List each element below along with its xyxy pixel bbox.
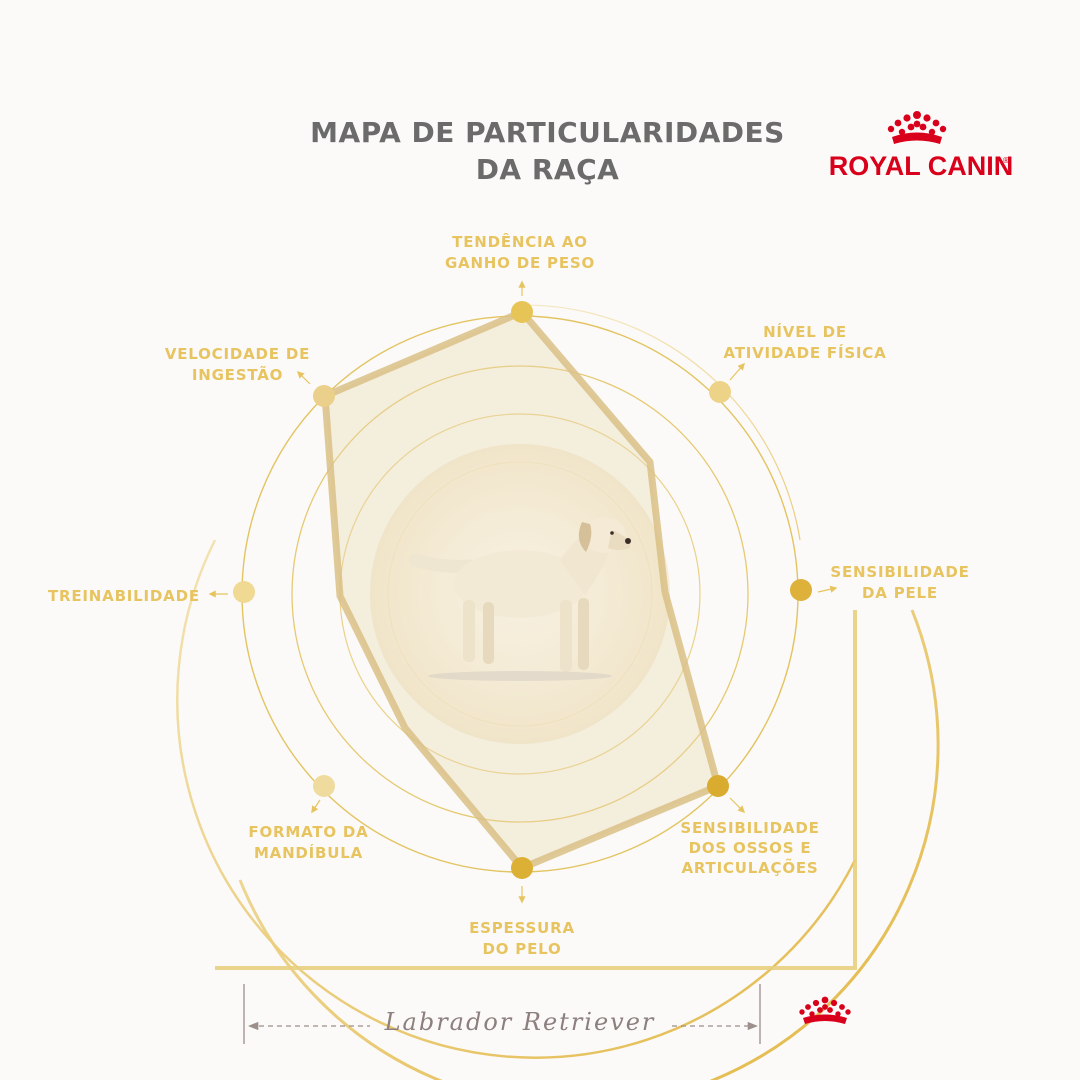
label-coat-thickness: ESPESSURA DO PELO	[469, 919, 575, 958]
crown-icon	[799, 996, 851, 1024]
trait-markers	[233, 301, 812, 879]
marker-trainability	[233, 581, 255, 603]
registered-mark: ®	[1002, 156, 1010, 165]
label-trainability: TREINABILIDADE	[48, 587, 200, 605]
crown-icon	[887, 111, 947, 144]
title-line-2: DA RAÇA	[475, 153, 620, 186]
marker-weight-gain	[511, 301, 533, 323]
title-line-1: MAPA DE PARTICULARIDADES	[310, 116, 785, 149]
label-physical-activity: NÍVEL DE ATIVIDADE FÍSICA	[723, 323, 887, 362]
label-skin-sensitivity: SENSIBILIDADE DA PELE	[830, 563, 970, 602]
royal-canin-logo: ROYAL CANIN ®	[826, 110, 1016, 190]
breed-bracket	[243, 984, 761, 1044]
marker-bone-joint-sensitivity	[707, 775, 729, 797]
breed-name: Labrador Retriever	[384, 1008, 656, 1036]
label-jaw-shape: FORMATO DA MANDÍBULA	[248, 823, 369, 862]
brand-name: ROYAL CANIN	[828, 151, 1014, 181]
outer-frame-arcs	[176, 304, 940, 1080]
marker-coat-thickness	[511, 857, 533, 879]
marker-jaw-shape	[313, 775, 335, 797]
marker-physical-activity	[709, 381, 731, 403]
marker-skin-sensitivity	[790, 579, 812, 601]
marker-eating-speed	[313, 385, 335, 407]
page-title: MAPA DE PARTICULARIDADES DA RAÇA	[300, 114, 795, 188]
guide-arrows	[208, 280, 838, 904]
label-bone-joint-sensitivity: SENSIBILIDADE DOS OSSOS E ARTICULAÇÕES	[680, 819, 820, 877]
labrador-dog-illustration	[408, 517, 631, 681]
label-eating-speed: VELOCIDADE DE INGESTÃO	[164, 345, 311, 384]
label-weight-gain: TENDÊNCIA AO GANHO DE PESO	[444, 233, 596, 272]
